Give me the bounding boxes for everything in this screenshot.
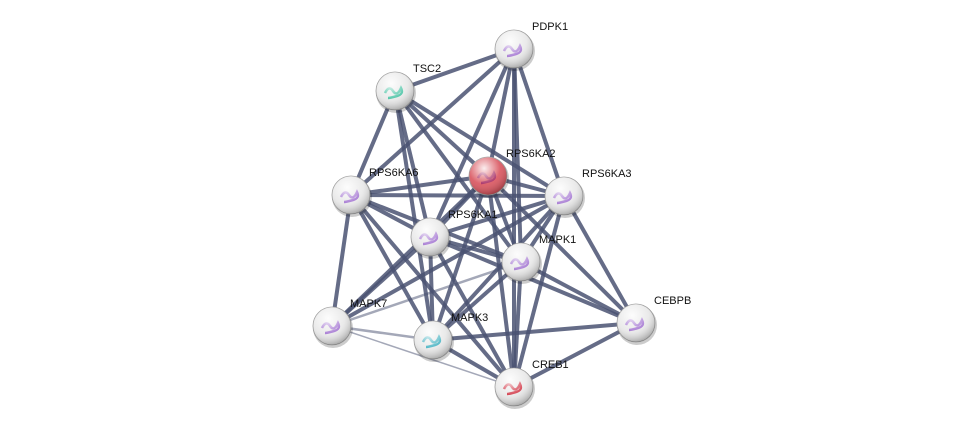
edge-pdpk1-rps6ka6[interactable]: [349, 47, 516, 197]
edge-rps6ka3-cebpb[interactable]: [562, 195, 638, 324]
node-label: RPS6KA1: [448, 209, 498, 221]
edge-pdpk1-rps6ka3[interactable]: [512, 48, 566, 197]
node-rps6ka3[interactable]: RPS6KA3: [544, 168, 632, 218]
node-label: CREB1: [532, 359, 569, 371]
edge-rps6ka1-creb1[interactable]: [428, 236, 516, 388]
edge-rps6ka1-mapk7[interactable]: [330, 235, 432, 328]
edge-mapk3-cebpb[interactable]: [432, 321, 637, 342]
edge-mapk1-mapk7[interactable]: [331, 260, 522, 328]
edge-tsc2-mapk3[interactable]: [393, 90, 435, 341]
node-mapk3[interactable]: MAPK3: [413, 312, 488, 362]
edge-rps6ka3-mapk3[interactable]: [431, 194, 566, 342]
edge-pdpk1-tsc2[interactable]: [394, 47, 515, 93]
node-label: MAPK1: [539, 234, 576, 246]
edge-mapk1-cebpb[interactable]: [520, 260, 637, 325]
edge-tsc2-rps6ka2[interactable]: [393, 89, 490, 178]
node-label: RPS6KA6: [369, 167, 419, 179]
edge-cebpb-creb1[interactable]: [513, 321, 637, 389]
node-tsc2[interactable]: TSC2: [375, 63, 441, 113]
node-rps6ka2[interactable]: RPS6KA2: [468, 148, 556, 198]
node-creb1[interactable]: CREB1: [494, 359, 569, 409]
node-label: MAPK3: [451, 312, 488, 324]
edge-rps6ka6-mapk7[interactable]: [330, 194, 353, 327]
node-rps6ka1[interactable]: RPS6KA1: [410, 209, 498, 259]
edge-rps6ka3-creb1[interactable]: [512, 195, 566, 388]
edge-rps6ka6-rps6ka3[interactable]: [350, 193, 565, 198]
edge-rps6ka6-rps6ka2[interactable]: [350, 174, 489, 197]
edge-rps6ka2-cebpb[interactable]: [486, 174, 638, 325]
edge-pdpk1-rps6ka1[interactable]: [428, 48, 516, 238]
edge-rps6ka2-mapk3[interactable]: [431, 175, 490, 341]
node-label: TSC2: [413, 63, 441, 75]
edge-tsc2-rps6ka3[interactable]: [393, 89, 566, 198]
edge-rps6ka1-cebpb[interactable]: [429, 235, 637, 325]
node-label: CEBPB: [654, 295, 691, 307]
node-label: RPS6KA2: [506, 148, 556, 160]
node-mapk7[interactable]: MAPK7: [312, 298, 387, 348]
edge-mapk1-creb1[interactable]: [512, 261, 523, 388]
edge-pdpk1-rps6ka2[interactable]: [486, 48, 516, 177]
node-label: PDPK1: [532, 21, 568, 33]
node-label: RPS6KA3: [582, 168, 632, 180]
node-mapk1[interactable]: MAPK1: [501, 234, 576, 284]
edge-rps6ka3-mapk7[interactable]: [331, 194, 565, 328]
edge-mapk1-mapk3[interactable]: [431, 260, 523, 342]
node-label: MAPK7: [350, 298, 387, 310]
edge-tsc2-rps6ka1[interactable]: [393, 90, 432, 238]
node-cebpb[interactable]: CEBPB: [616, 295, 691, 345]
edge-rps6ka3-rps6ka1[interactable]: [429, 194, 565, 239]
node-pdpk1[interactable]: PDPK1: [494, 21, 568, 71]
node-rps6ka6[interactable]: RPS6KA6: [331, 167, 419, 217]
